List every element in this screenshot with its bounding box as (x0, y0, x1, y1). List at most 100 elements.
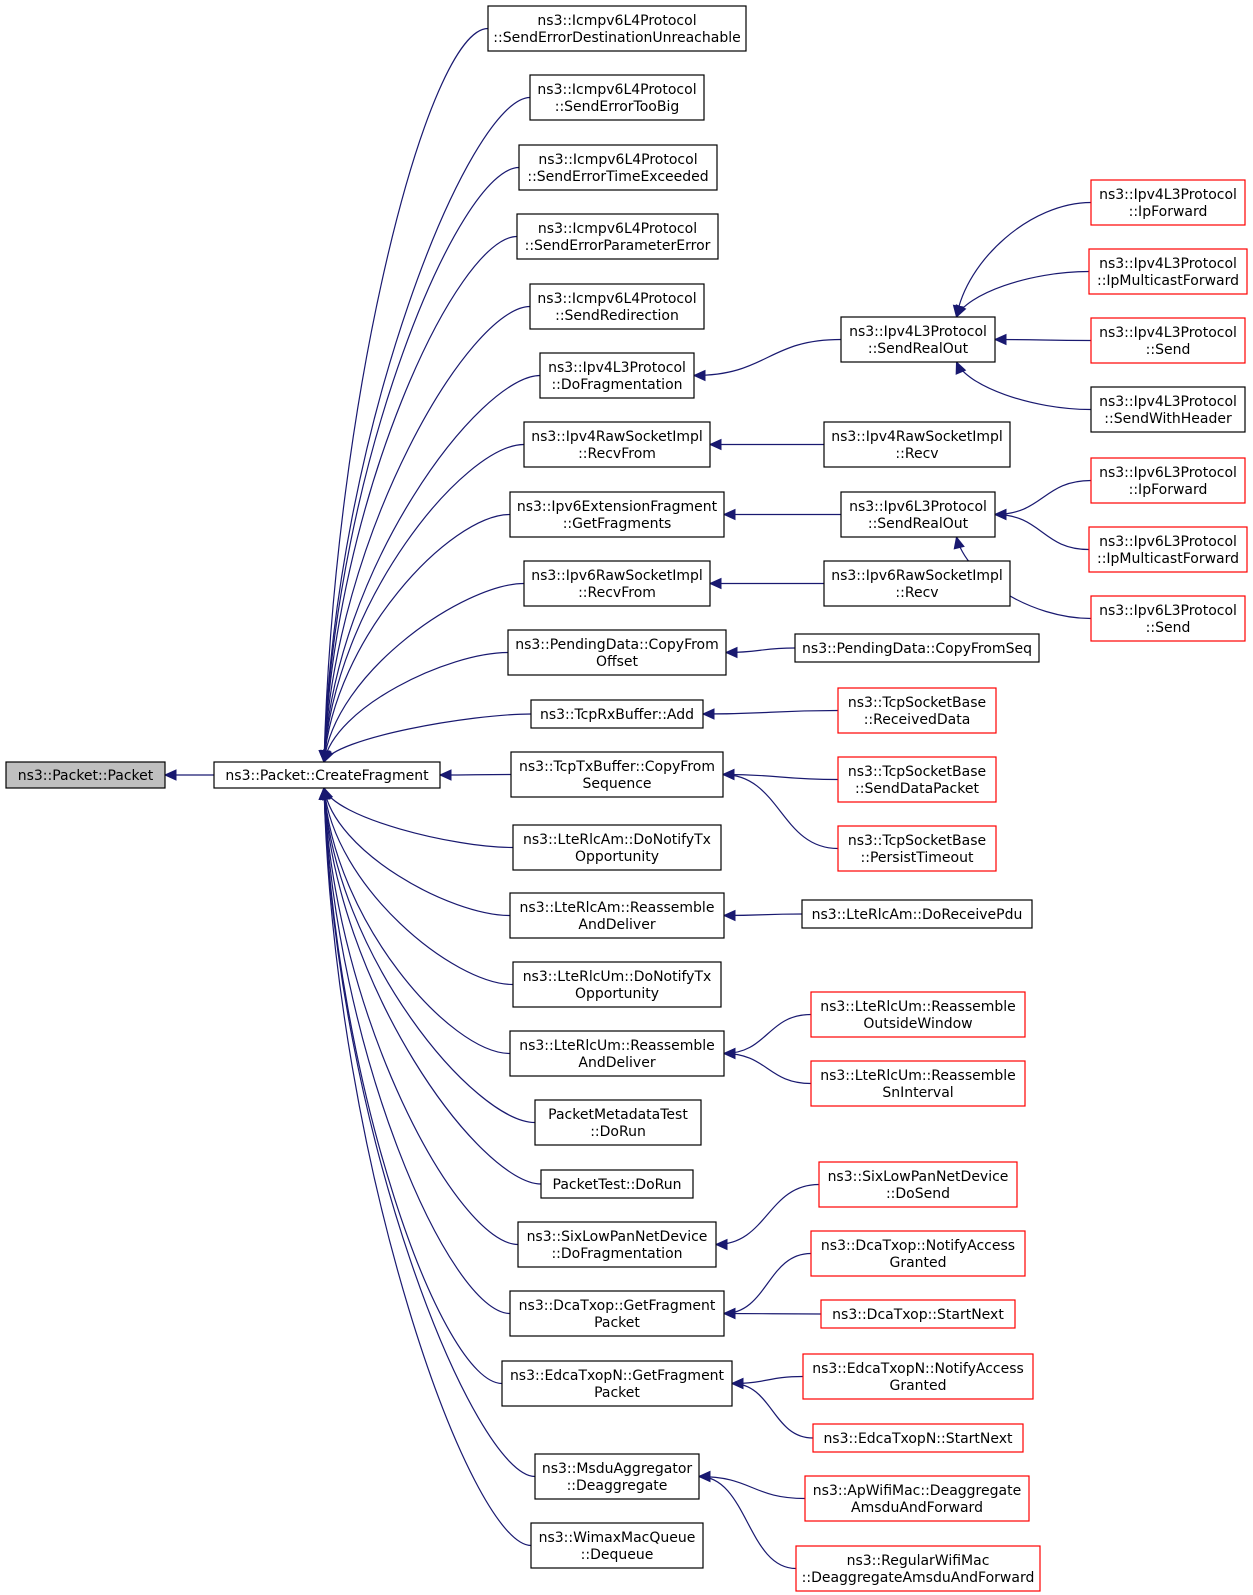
node-tcprx_add[interactable]: ns3::TcpRxBuffer::Add (530, 699, 704, 729)
node-tcp_persisttimeout[interactable]: ns3::TcpSocketBase::PersistTimeout (837, 825, 997, 872)
edge-arrowhead (438, 769, 452, 781)
edge-line (715, 1183, 820, 1246)
node-box (823, 421, 1011, 468)
node-ipv4raw_recvfrom[interactable]: ns3::Ipv4RawSocketImpl::RecvFrom (523, 421, 711, 468)
node-pending_copyfromseq[interactable]: ns3::PendingData::CopyFromSeq (794, 633, 1040, 663)
node-label-line: ns3::EdcaTxopN::NotifyAccess (812, 1361, 1024, 1377)
edge-lteum_sninterval-to-lteum_reassemble (722, 1047, 812, 1085)
node-ipv6raw_recvfrom[interactable]: ns3::Ipv6RawSocketImpl::RecvFrom (523, 560, 711, 607)
edge-line (723, 1052, 812, 1085)
node-label-line: ::DoSend (886, 1186, 950, 1202)
edge-icmp_toobig-to-createfragment (318, 96, 531, 764)
node-label-line: ns3::Ipv6L3Protocol (1099, 534, 1237, 550)
node-label-line: ::GetFragments (563, 516, 672, 532)
node-label-line: ns3::EdcaTxopN::StartNext (823, 1431, 1013, 1447)
node-label-line: ns3::LteRlcUm::Reassemble (820, 999, 1016, 1015)
node-label-line: Opportunity (575, 986, 659, 1002)
node-dcatxop_startnext[interactable]: ns3::DcaTxop::StartNext (820, 1299, 1016, 1329)
node-label-line: ::IpMulticastForward (1097, 273, 1239, 289)
node-lteam_doreceivepdu[interactable]: ns3::LteRlcAm::DoReceivePdu (801, 899, 1033, 929)
node-regwifi_deagg[interactable]: ns3::RegularWifiMac::DeaggregateAmsduAnd… (795, 1545, 1041, 1592)
node-ipv6_sendrealout[interactable]: ns3::Ipv6L3Protocol::SendRealOut (840, 491, 996, 538)
edge-line (723, 1013, 812, 1055)
node-ipv4_send[interactable]: ns3::Ipv4L3Protocol::Send (1090, 317, 1246, 364)
node-edca_startnext[interactable]: ns3::EdcaTxopN::StartNext (812, 1423, 1024, 1453)
node-ipv6_ipforward[interactable]: ns3::Ipv6L3Protocol::IpForward (1090, 457, 1246, 504)
edge-sixlowpan_dosend-to-sixlowpan_dofrag (714, 1183, 820, 1251)
node-icmp_time[interactable]: ns3::Icmpv6L4Protocol::SendErrorTimeExce… (518, 144, 718, 191)
node-box (1090, 595, 1246, 642)
node-ipv6ext_getfrag[interactable]: ns3::Ipv6ExtensionFragment::GetFragments (509, 491, 725, 538)
node-ipv4_ipmulticast[interactable]: ns3::Ipv4L3Protocol::IpMulticastForward (1088, 248, 1248, 295)
node-tcp_receiveddata[interactable]: ns3::TcpSocketBase::ReceivedData (837, 687, 997, 734)
node-createfragment[interactable]: ns3::Packet::CreateFragment (213, 761, 441, 789)
edge-line (722, 773, 839, 781)
node-box (818, 1161, 1018, 1208)
edge-lteam_doreceivepdu-to-lteam_reassemble (722, 909, 803, 922)
node-label-line: ::PersistTimeout (861, 850, 974, 866)
node-pmdtest[interactable]: PacketMetadataTest::DoRun (534, 1099, 702, 1146)
node-icmp_toobig[interactable]: ns3::Icmpv6L4Protocol::SendErrorTooBig (529, 74, 705, 121)
node-label-line: ::SendRealOut (868, 516, 969, 532)
node-ipv6_send[interactable]: ns3::Ipv6L3Protocol::Send (1090, 595, 1246, 642)
node-label-line: ns3::Packet::CreateFragment (225, 768, 429, 784)
node-ipv4_ipforward[interactable]: ns3::Ipv4L3Protocol::IpForward (1090, 179, 1246, 226)
node-sixlowpan_dosend[interactable]: ns3::SixLowPanNetDevice::DoSend (818, 1161, 1018, 1208)
edge-arrowhead (697, 1470, 711, 1483)
node-sixlowpan_dofrag[interactable]: ns3::SixLowPanNetDevice::DoFragmentation (517, 1221, 717, 1268)
edge-line (994, 338, 1092, 342)
node-icmp_param[interactable]: ns3::Icmpv6L4Protocol::SendErrorParamete… (516, 213, 719, 260)
node-label-line: PacketTest::DoRun (553, 1177, 682, 1193)
node-ipv6raw_recv[interactable]: ns3::Ipv6RawSocketImpl::Recv (823, 560, 1011, 607)
node-tcp_senddatapacket[interactable]: ns3::TcpSocketBase::SendDataPacket (837, 756, 997, 803)
node-msdu_deagg[interactable]: ns3::MsduAggregator::Deaggregate (534, 1453, 700, 1500)
node-apwifi_deagg[interactable]: ns3::ApWifiMac::DeaggregateAmsduAndForwa… (804, 1475, 1030, 1522)
node-label-line: ::Send (1146, 342, 1191, 358)
node-ipv6_ipmulticast[interactable]: ns3::Ipv6L3Protocol::IpMulticastForward (1088, 526, 1248, 573)
edge-dcatxop_getfrag-to-createfragment (318, 786, 511, 1315)
edge-ipv4_dofrag-to-createfragment (318, 374, 541, 764)
edge-line (323, 582, 525, 763)
node-wimax_dequeue[interactable]: ns3::WimaxMacQueue::Dequeue (530, 1522, 704, 1569)
node-label-line: ns3::Ipv4L3Protocol (1099, 187, 1237, 203)
edge-ipv4_ipmulticast-to-ipv4_sendrealout (955, 270, 1090, 319)
node-root: ns3::Packet::Packet (5, 761, 166, 789)
node-ipv4_dofrag[interactable]: ns3::Ipv4L3Protocol::DoFragmentation (539, 352, 695, 399)
edge-tcp_senddatapacket-to-tcptx_copyfromseq (721, 768, 839, 781)
node-label-line: ns3::Icmpv6L4Protocol (537, 82, 696, 98)
node-icmp_redir[interactable]: ns3::Icmpv6L4Protocol::SendRedirection (529, 283, 705, 330)
node-box (794, 633, 1040, 663)
edge-wimax_dequeue-to-createfragment (318, 786, 532, 1547)
edge-arrowhead (721, 768, 735, 781)
edge-arrowhead (722, 909, 736, 922)
node-label-line: ::DoFragmentation (551, 1246, 682, 1262)
node-ipv4_sendwithheader[interactable]: ns3::Ipv4L3Protocol::SendWithHeader (1090, 386, 1246, 433)
node-ipv4_sendrealout[interactable]: ns3::Ipv4L3Protocol::SendRealOut (840, 316, 996, 363)
node-label-line: ::Deaggregate (567, 1478, 668, 1494)
node-packettest[interactable]: PacketTest::DoRun (540, 1169, 694, 1199)
edge-tcp_persisttimeout-to-tcptx_copyfromseq (721, 768, 839, 850)
node-ipv4raw_recv[interactable]: ns3::Ipv4RawSocketImpl::Recv (823, 421, 1011, 468)
node-icmp_dest[interactable]: ns3::Icmpv6L4Protocol::SendErrorDestinat… (487, 5, 747, 52)
node-box (810, 991, 1026, 1038)
node-label-line: ::SendWithHeader (1104, 411, 1232, 427)
edge-ipv6_ipforward-to-ipv6_sendrealout (993, 479, 1092, 521)
node-box (530, 1522, 704, 1569)
node-label-line: ns3::TcpTxBuffer::CopyFrom (519, 759, 715, 775)
node-label-line: ns3::WimaxMacQueue (539, 1530, 696, 1546)
edge-line (323, 787, 503, 1385)
edge-regwifi_deagg-to-msdu_deagg (697, 1470, 797, 1570)
node-label-line: ::IpForward (1129, 482, 1208, 498)
